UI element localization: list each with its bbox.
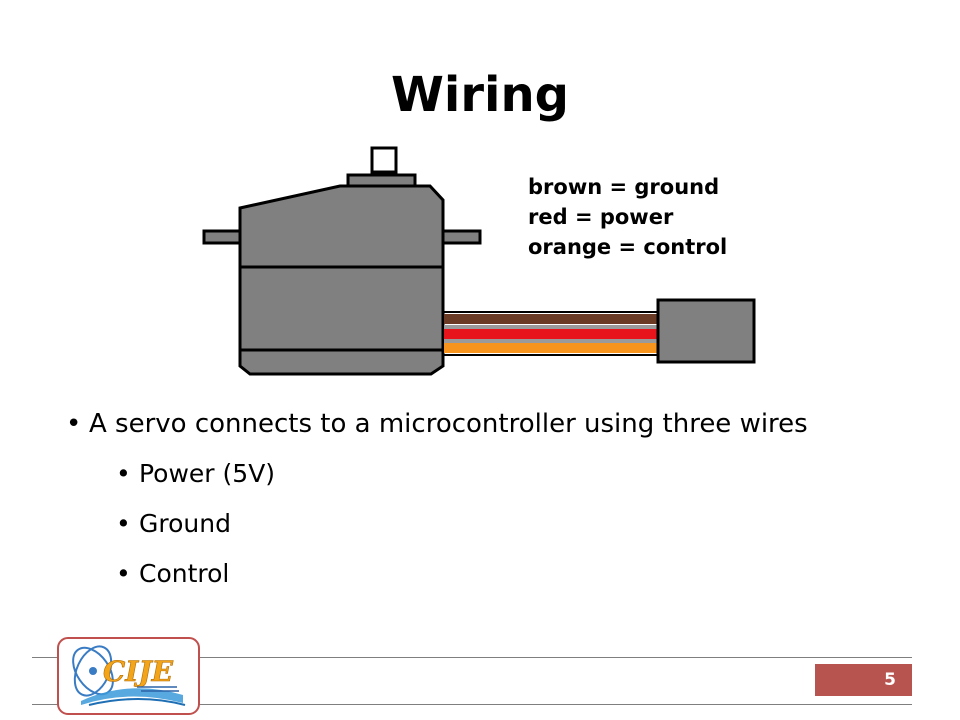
cije-logo-text: CIJE <box>103 655 174 688</box>
servo-wiring-svg: brown = ground red = power orange = cont… <box>202 146 756 376</box>
wire-orange <box>443 343 661 353</box>
cije-logo: CIJE <box>57 637 200 715</box>
wire-brown <box>443 314 661 324</box>
bullet-control: Control <box>114 550 924 600</box>
wire-red <box>443 329 661 339</box>
footer-rule-top <box>32 657 912 658</box>
wire-connector <box>656 298 756 364</box>
bullet-power: Power (5V) <box>114 450 924 500</box>
legend-power: red = power <box>528 205 674 229</box>
bullet-ground: Ground <box>114 500 924 550</box>
page-number: 5 <box>815 664 912 696</box>
legend-control: orange = control <box>528 235 727 259</box>
footer-rule-bottom <box>32 704 912 705</box>
wire-gap-1 <box>443 325 661 329</box>
servo-body <box>238 184 445 376</box>
bullet-list: A servo connects to a microcontroller us… <box>64 402 924 600</box>
cije-logo-graphic: CIJE <box>72 645 186 706</box>
bullet-main: A servo connects to a microcontroller us… <box>64 402 924 450</box>
wire-gap-2 <box>443 339 661 343</box>
slide-title: Wiring <box>390 67 570 123</box>
legend-ground: brown = ground <box>528 175 719 199</box>
servo-top-cap <box>346 173 417 188</box>
servo-wiring-diagram: brown = ground red = power orange = cont… <box>195 140 765 380</box>
servo-shaft <box>370 146 398 174</box>
